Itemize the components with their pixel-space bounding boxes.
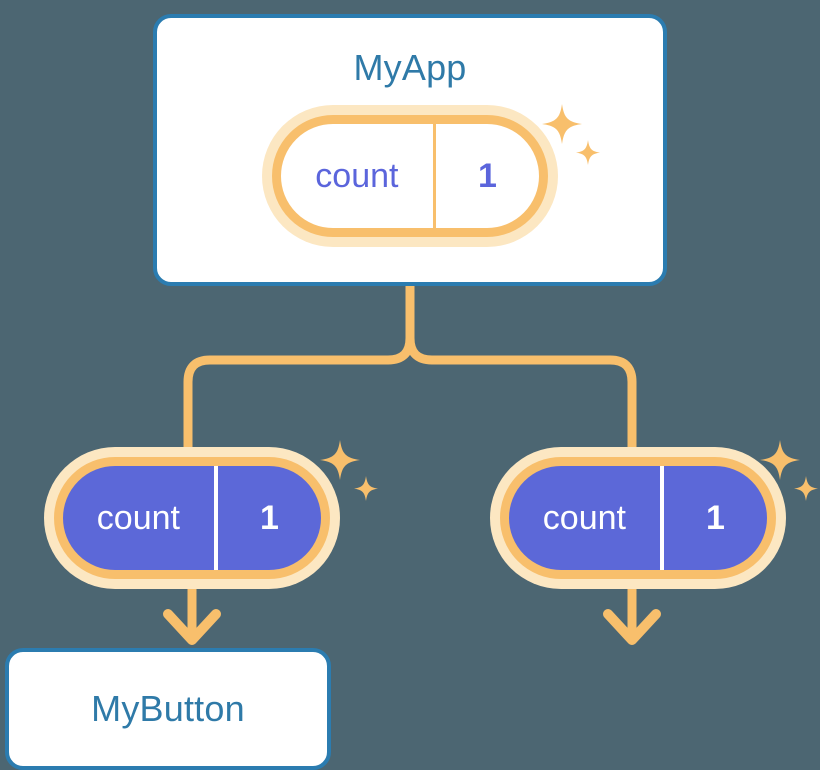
state-pill-value: 1: [664, 466, 767, 570]
state-pill-key-label: count: [315, 157, 399, 195]
state-pill-value: 1: [218, 466, 321, 570]
component-card-mybutton-left[interactable]: MyButton: [5, 648, 331, 770]
state-pill-body[interactable]: count 1: [272, 115, 548, 237]
state-pill-value-label: 1: [259, 499, 279, 537]
arrow-down-head-icon: [163, 609, 221, 645]
state-pill-body[interactable]: count 1: [500, 457, 776, 579]
sparkle-small-icon: [354, 476, 378, 501]
state-pill-key-label: count: [96, 499, 180, 537]
arrow-down-head-icon-right: [603, 609, 661, 645]
sparkle-small-icon: [794, 476, 818, 501]
state-pill-body[interactable]: count 1: [54, 457, 330, 579]
state-pill-key-label: count: [542, 499, 626, 537]
branch-connector-icon: [405, 281, 637, 457]
page-title: MyApp: [353, 47, 467, 88]
branch-connector-left-icon: [183, 281, 415, 457]
state-pill-value-label: 1: [477, 157, 497, 195]
state-pill-key: count: [281, 124, 436, 228]
component-card-label: MyButton: [91, 688, 245, 729]
state-pill-key: count: [63, 466, 218, 570]
state-pill-key: count: [509, 466, 664, 570]
state-pill-left[interactable]: count 1: [44, 447, 340, 589]
state-pill-right[interactable]: count 1: [490, 447, 786, 589]
state-pill-value: 1: [436, 124, 539, 228]
state-pill-value-label: 1: [705, 499, 725, 537]
state-pill-root[interactable]: count 1: [262, 105, 558, 247]
